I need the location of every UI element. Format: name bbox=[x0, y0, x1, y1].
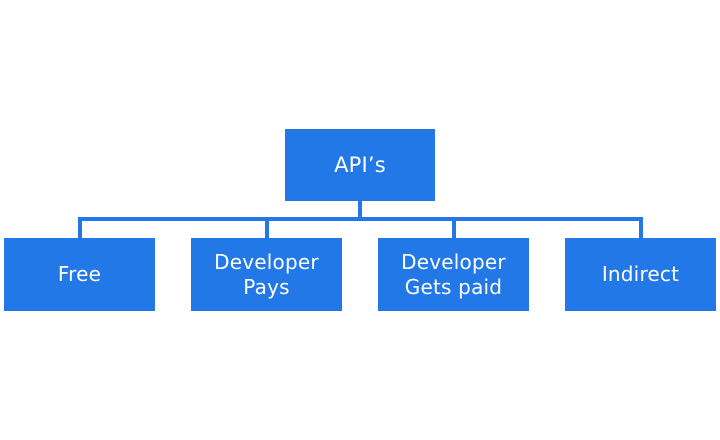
root-connector-stem bbox=[358, 201, 362, 219]
connector-drop-developer-pays bbox=[265, 217, 269, 238]
connector-drop-indirect bbox=[639, 217, 643, 238]
connector-drop-developer-gets-paid bbox=[452, 217, 456, 238]
connector-drop-free bbox=[78, 217, 82, 238]
child-node-label: Free bbox=[57, 262, 102, 286]
root-node-label: API’s bbox=[334, 152, 386, 177]
root-node-apis: API’s bbox=[285, 129, 435, 201]
child-node-developer-gets-paid: Developer Gets paid bbox=[378, 238, 529, 311]
child-node-free: Free bbox=[4, 238, 155, 311]
child-node-developer-pays: Developer Pays bbox=[191, 238, 342, 311]
horizontal-connector-bus bbox=[78, 217, 643, 221]
child-node-label: Indirect bbox=[601, 262, 680, 286]
child-node-indirect: Indirect bbox=[565, 238, 716, 311]
child-node-label: Developer Gets paid bbox=[401, 249, 506, 299]
child-node-label: Developer Pays bbox=[214, 249, 319, 299]
